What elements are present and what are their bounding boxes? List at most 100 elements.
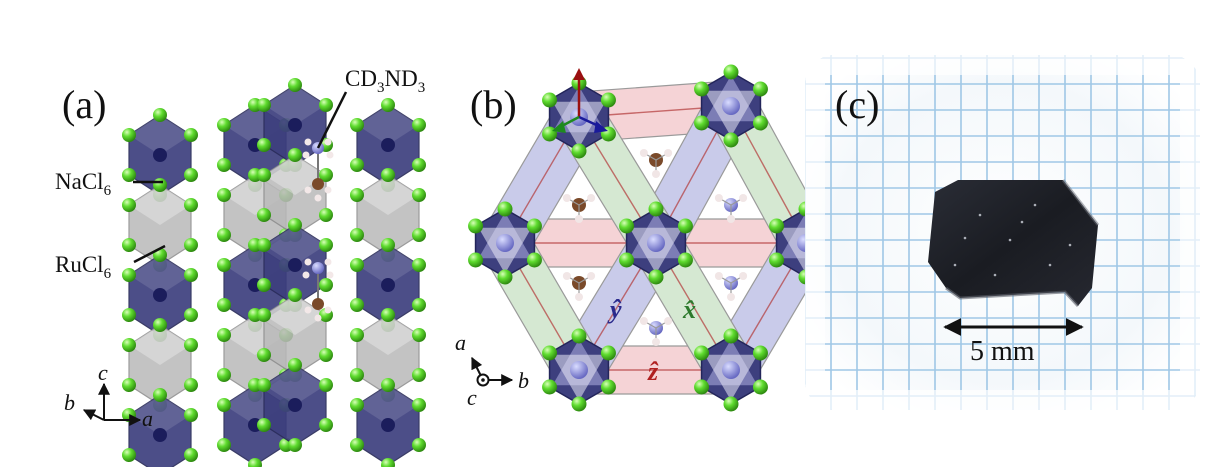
cl-atom: [257, 138, 271, 152]
ru-atom: [288, 118, 302, 132]
cl-atom: [184, 238, 198, 252]
d-atom: [304, 186, 312, 194]
panel-b-tag: (b): [470, 82, 517, 127]
d-atom: [302, 151, 310, 159]
d-atom: [664, 149, 673, 157]
cl-atom: [257, 348, 271, 362]
d-atom: [639, 317, 648, 325]
d-atom: [727, 293, 735, 301]
ru-atom: [288, 258, 302, 272]
n-atom: [312, 262, 324, 274]
cl-atom: [257, 238, 271, 252]
octa-facet: [129, 395, 191, 435]
cl-atom: [497, 269, 513, 285]
d-atom: [326, 151, 334, 159]
octahedra-chains: [122, 78, 426, 467]
axis-b-c-label: c: [467, 385, 477, 410]
cl-atom: [412, 368, 426, 382]
d-atom: [562, 194, 571, 202]
cl-atom: [257, 308, 271, 322]
octa-facet: [357, 315, 419, 355]
d-atom: [324, 186, 332, 194]
d-atom: [639, 149, 648, 157]
cl-atom: [217, 398, 231, 412]
octa-facet: [264, 85, 326, 125]
cl-atom: [412, 298, 426, 312]
cl-atom: [381, 98, 395, 112]
ru-atom: [722, 361, 740, 379]
cl-atom: [184, 168, 198, 182]
d-atom: [324, 258, 332, 266]
cl-atom: [769, 252, 785, 268]
cl-atom: [217, 328, 231, 342]
cl-atom: [468, 252, 484, 268]
cl-atom: [319, 278, 333, 292]
cl-atom: [319, 348, 333, 362]
cl-atom: [153, 318, 167, 332]
cl-atom: [677, 252, 693, 268]
ru-atom: [647, 234, 665, 252]
cl-atom: [619, 218, 635, 234]
cl-atom: [542, 92, 558, 108]
cl-atom: [184, 408, 198, 422]
cl-atom: [122, 168, 136, 182]
d-atom: [326, 271, 334, 279]
cl-atom: [153, 108, 167, 122]
cl-atom: [600, 92, 616, 108]
cl-atom: [412, 398, 426, 412]
cl-atom: [288, 78, 302, 92]
cl-atom: [619, 252, 635, 268]
cl-atom: [288, 438, 302, 452]
reflection-speck: [963, 236, 967, 240]
octa-facet: [129, 185, 191, 225]
cl-atom: [723, 132, 739, 148]
cl-atom: [122, 238, 136, 252]
c-atom: [312, 298, 324, 310]
ru-atom: [153, 148, 167, 162]
ru-atom: [381, 138, 395, 152]
octa-facet: [129, 255, 191, 295]
cl-atom: [571, 328, 587, 344]
cl-atom: [319, 98, 333, 112]
octa-facet: [129, 325, 191, 365]
octa-facet: [264, 365, 326, 405]
cl-atom: [319, 208, 333, 222]
cl-atom: [694, 379, 710, 395]
d-atom: [324, 306, 332, 314]
cl-atom: [468, 218, 484, 234]
cl-atom: [184, 448, 198, 462]
cl-atom: [600, 345, 616, 361]
cl-atom: [257, 418, 271, 432]
ru-atom: [381, 418, 395, 432]
d-atom: [587, 272, 596, 280]
cl-atom: [542, 345, 558, 361]
cl-atom: [542, 379, 558, 395]
cl-atom: [217, 368, 231, 382]
cl-atom: [217, 118, 231, 132]
axes-b: a c b: [455, 330, 529, 410]
cl-atom: [217, 158, 231, 172]
cl-atom: [752, 115, 768, 131]
ru-octahedra: [468, 64, 843, 412]
cl-atom: [381, 378, 395, 392]
cl-atom: [694, 345, 710, 361]
panel-b: (b) ŷ x̂ ẑ a c b: [455, 64, 843, 412]
cl-atom: [217, 438, 231, 452]
cl-atom: [122, 198, 136, 212]
cl-atom: [412, 118, 426, 132]
cl-atom: [319, 238, 333, 252]
ru-atom: [722, 97, 740, 115]
cl-atom: [257, 98, 271, 112]
reflection-speck: [1033, 203, 1037, 207]
d-atom: [714, 194, 723, 202]
rucl-pointer: [133, 244, 166, 264]
cl-atom: [350, 298, 364, 312]
ru-atom: [381, 278, 395, 292]
cartesian-triad: [552, 68, 608, 133]
cl-atom: [723, 396, 739, 412]
axis-a-label: a: [142, 406, 153, 431]
cl-atom: [184, 378, 198, 392]
octa-facet: [357, 245, 419, 285]
cl-atom: [381, 168, 395, 182]
